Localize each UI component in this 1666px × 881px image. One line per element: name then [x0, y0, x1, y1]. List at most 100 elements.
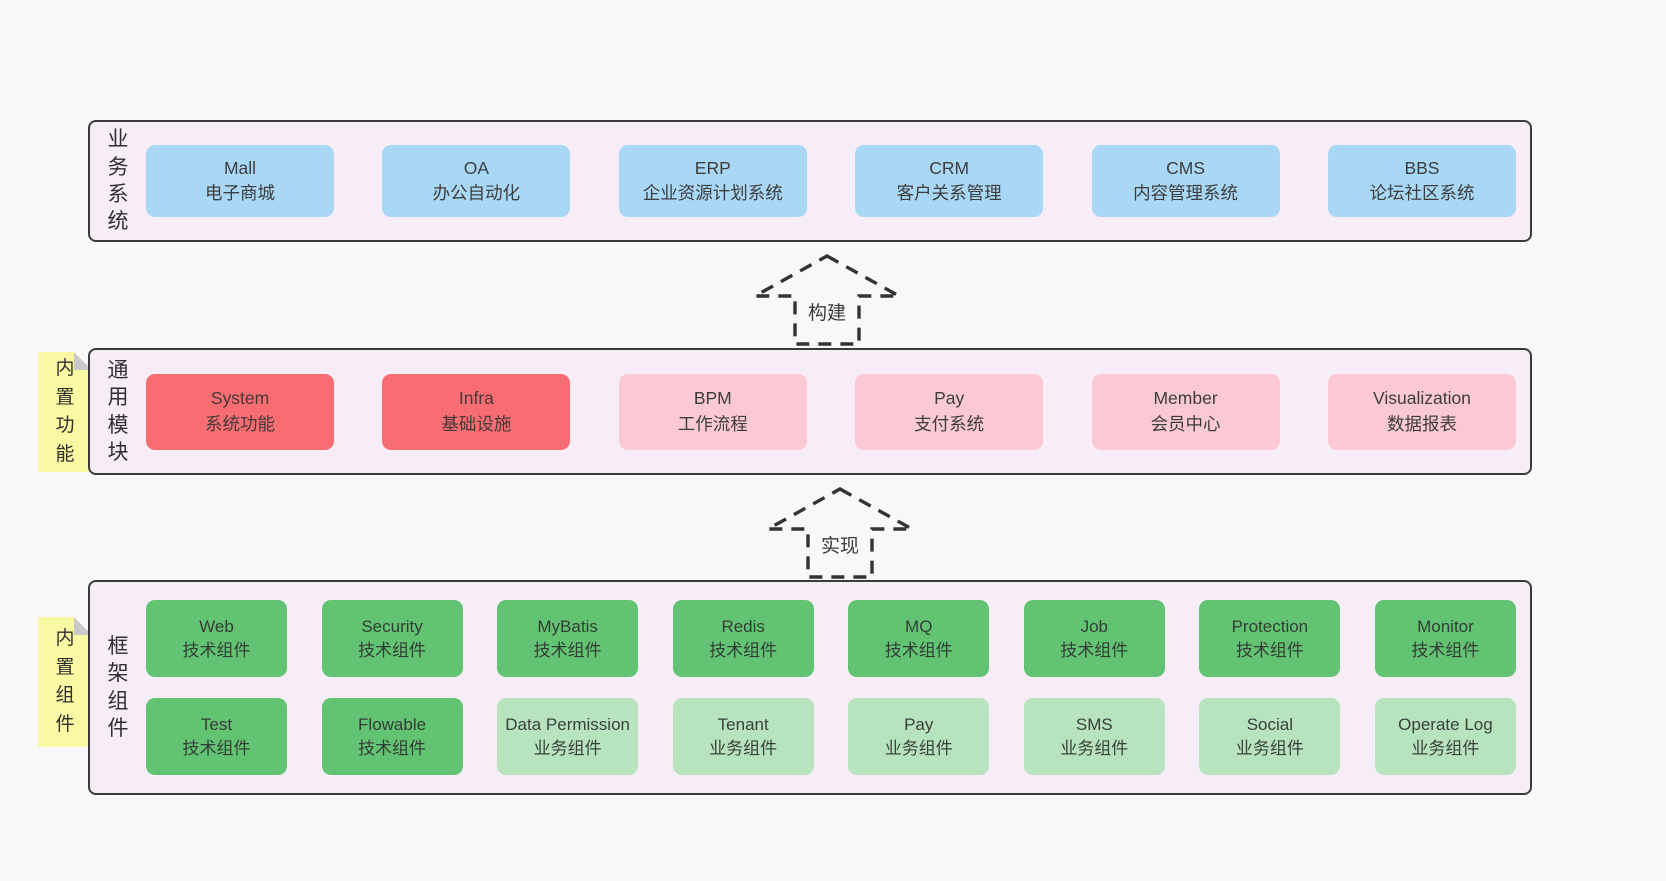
box-web: Web 技术组件: [146, 600, 287, 677]
arrow-implement-label: 实现: [818, 531, 862, 558]
panel-components-label: 框架组件: [90, 582, 146, 793]
box-member: Member 会员中心: [1091, 373, 1280, 450]
box-mybatis: MyBatis 技术组件: [497, 600, 639, 677]
box-job: Job 技术组件: [1023, 600, 1165, 677]
box-title: Social: [1246, 715, 1294, 735]
box-subtitle: 论坛社区系统: [1369, 183, 1475, 203]
box-title: MQ: [905, 617, 933, 637]
box-subtitle: 业务组件: [884, 738, 953, 758]
components-row-1: Web 技术组件 Security 技术组件 MyBatis 技术组件 Redi…: [146, 600, 1516, 677]
box-title: Monitor: [1417, 617, 1474, 637]
box-title: BPM: [693, 388, 732, 409]
box-subtitle: 技术组件: [1235, 640, 1304, 660]
box-subtitle: 企业资源计划系统: [642, 183, 783, 203]
box-title: Security: [361, 617, 423, 637]
box-subtitle: 业务组件: [709, 738, 778, 758]
box-subtitle: 客户关系管理: [896, 183, 1002, 203]
box-redis: Redis 技术组件: [672, 600, 814, 677]
box-title: CRM: [929, 157, 970, 178]
note-built-in-components: 内置组件: [38, 617, 92, 747]
arrow-build: 构建: [753, 254, 901, 346]
box-subtitle: 技术组件: [182, 640, 251, 660]
box-title: Infra: [458, 388, 494, 409]
box-subtitle: 技术组件: [533, 640, 602, 660]
panel-business-label: 业务系统: [90, 122, 146, 240]
panel-common-modules: 通用模块 System 系统功能 Infra 基础设施 BPM 工作流程 Pay…: [88, 348, 1532, 475]
box-infra: Infra 基础设施: [382, 373, 571, 450]
box-tenant: Tenant 业务组件: [672, 698, 814, 775]
box-operate-log: Operate Log 业务组件: [1374, 698, 1516, 775]
panel-business-systems: 业务系统 Mall 电子商城 OA 办公自动化 ERP 企业资源计划系统 CRM…: [88, 120, 1532, 242]
business-box-row: Mall 电子商城 OA 办公自动化 ERP 企业资源计划系统 CRM 客户关系…: [146, 145, 1516, 217]
box-security: Security 技术组件: [321, 600, 463, 677]
box-test: Test 技术组件: [146, 698, 287, 775]
modules-box-row: System 系统功能 Infra 基础设施 BPM 工作流程 Pay 支付系统…: [146, 373, 1516, 450]
components-box-grid: Web 技术组件 Security 技术组件 MyBatis 技术组件 Redi…: [146, 600, 1516, 775]
box-title: Flowable: [358, 715, 427, 735]
arrow-implement: 实现: [766, 487, 914, 579]
box-title: Visualization: [1372, 388, 1471, 409]
box-system: System 系统功能: [146, 373, 334, 450]
panel-framework-components: 框架组件 Web 技术组件 Security 技术组件 MyBatis 技术组件…: [88, 580, 1532, 795]
box-subtitle: 技术组件: [884, 640, 953, 660]
up-arrow-icon: [766, 487, 914, 579]
box-title: OA: [463, 157, 490, 178]
box-subtitle: 数据报表: [1386, 413, 1457, 434]
box-social: Social 业务组件: [1199, 698, 1341, 775]
box-title: Web: [199, 617, 234, 637]
panel-modules-label-text: 通用模块: [107, 358, 129, 464]
box-oa: OA 办公自动化: [382, 145, 571, 217]
panel-modules-label: 通用模块: [90, 350, 146, 473]
box-title: Pay: [904, 715, 934, 735]
box-subtitle: 工作流程: [677, 413, 748, 434]
note-built-in-functions: 内置功能: [38, 352, 92, 472]
box-subtitle: 系统功能: [205, 413, 275, 434]
box-title: Test: [200, 715, 233, 735]
box-subtitle: 电子商城: [205, 183, 275, 203]
up-arrow-icon: [753, 254, 901, 346]
box-title: Tenant: [717, 715, 769, 735]
box-subtitle: 业务组件: [1235, 738, 1304, 758]
box-title: BBS: [1404, 157, 1440, 178]
box-protection: Protection 技术组件: [1199, 600, 1341, 677]
box-data-permission: Data Permission 业务组件: [497, 698, 639, 775]
box-subtitle: 技术组件: [182, 738, 251, 758]
box-title: MyBatis: [537, 617, 598, 637]
box-subtitle: 办公自动化: [432, 183, 521, 203]
box-subtitle: 支付系统: [914, 413, 985, 434]
box-subtitle: 业务组件: [1060, 738, 1129, 758]
box-pay: Pay 支付系统: [855, 373, 1044, 450]
box-flowable: Flowable 技术组件: [321, 698, 463, 775]
panel-components-label-text: 框架组件: [107, 634, 129, 740]
box-title: Pay: [934, 388, 965, 409]
box-title: Redis: [721, 617, 765, 637]
box-title: ERP: [694, 157, 731, 178]
box-subtitle: 基础设施: [441, 413, 512, 434]
box-subtitle: 技术组件: [1411, 640, 1480, 660]
box-title: System: [210, 388, 270, 409]
box-crm: CRM 客户关系管理: [855, 145, 1044, 217]
box-subtitle: 内容管理系统: [1133, 183, 1239, 203]
box-bbs: BBS 论坛社区系统: [1327, 145, 1516, 217]
box-subtitle: 业务组件: [1411, 738, 1480, 758]
note-text: 内置功能: [55, 358, 75, 465]
box-pay-component: Pay 业务组件: [848, 698, 990, 775]
box-title: SMS: [1075, 715, 1113, 735]
box-bpm: BPM 工作流程: [618, 373, 807, 450]
box-title: Job: [1080, 617, 1109, 637]
box-cms: CMS 内容管理系统: [1091, 145, 1280, 217]
box-erp: ERP 企业资源计划系统: [618, 145, 807, 217]
box-subtitle: 技术组件: [1060, 640, 1129, 660]
box-subtitle: 技术组件: [709, 640, 778, 660]
note-text: 内置组件: [55, 628, 75, 735]
box-mq: MQ 技术组件: [848, 600, 990, 677]
box-subtitle: 技术组件: [358, 738, 427, 758]
box-title: Member: [1153, 388, 1218, 409]
box-title: Data Permission: [505, 715, 630, 735]
box-sms: SMS 业务组件: [1023, 698, 1165, 775]
box-title: CMS: [1166, 157, 1205, 178]
box-subtitle: 会员中心: [1150, 413, 1221, 434]
box-subtitle: 技术组件: [358, 640, 427, 660]
box-title: Operate Log: [1398, 715, 1493, 735]
box-subtitle: 业务组件: [533, 738, 602, 758]
